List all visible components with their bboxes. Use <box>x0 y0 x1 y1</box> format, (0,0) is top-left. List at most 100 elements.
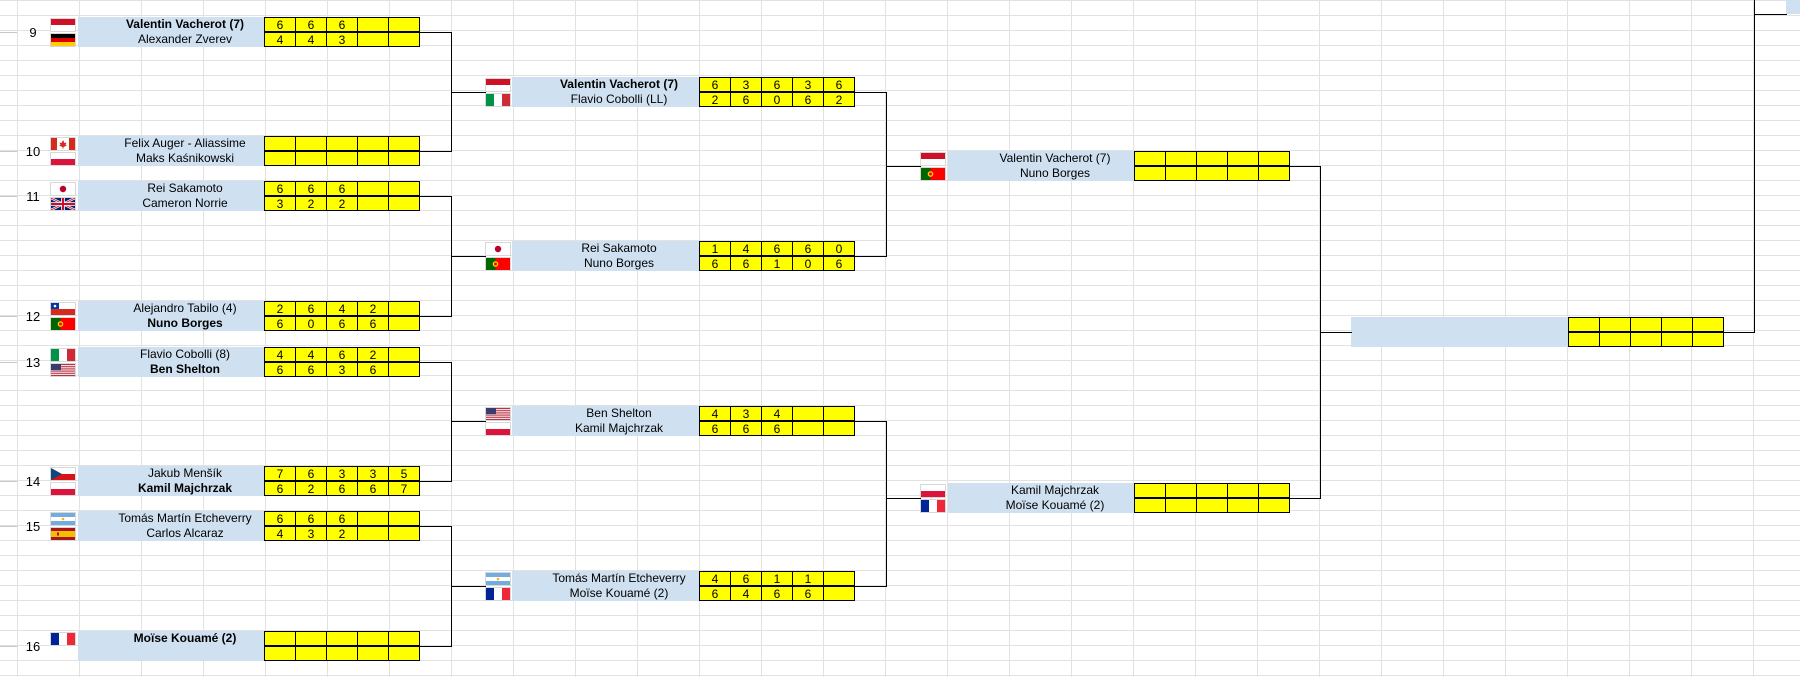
set-score-cell[interactable] <box>326 136 358 151</box>
set-score-cell[interactable] <box>1134 498 1166 513</box>
set-score-cell[interactable] <box>1630 317 1662 332</box>
set-score-cell[interactable]: 0 <box>823 241 855 256</box>
set-score-cell[interactable]: 2 <box>264 301 296 316</box>
set-score-cell[interactable]: 2 <box>295 196 327 211</box>
set-score-cell[interactable]: 6 <box>699 586 731 601</box>
scrollbar-thumb[interactable] <box>1786 0 1800 14</box>
set-score-cell[interactable] <box>295 646 327 661</box>
set-score-cell[interactable] <box>1165 151 1197 166</box>
set-score-cell[interactable] <box>357 17 389 32</box>
set-score-cell[interactable] <box>295 136 327 151</box>
player-name-cell[interactable]: Cameron Norrie <box>78 196 292 211</box>
set-score-cell[interactable] <box>1227 483 1259 498</box>
set-score-cell[interactable] <box>1599 332 1631 347</box>
set-score-cell[interactable]: 7 <box>264 466 296 481</box>
set-score-cell[interactable]: 6 <box>326 481 358 496</box>
set-score-cell[interactable] <box>388 196 420 211</box>
player-name-cell[interactable]: Kamil Majchrzak <box>512 421 726 436</box>
set-score-cell[interactable] <box>1258 166 1290 181</box>
set-score-cell[interactable]: 3 <box>264 196 296 211</box>
set-score-cell[interactable]: 6 <box>730 92 762 107</box>
set-score-cell[interactable]: 1 <box>761 256 793 271</box>
player-name-cell[interactable]: Alexander Zverev <box>78 32 292 47</box>
set-score-cell[interactable]: 2 <box>326 196 358 211</box>
set-score-cell[interactable]: 6 <box>295 362 327 377</box>
set-score-cell[interactable]: 6 <box>357 481 389 496</box>
set-score-cell[interactable]: 3 <box>326 362 358 377</box>
set-score-cell[interactable] <box>357 511 389 526</box>
set-score-cell[interactable] <box>1568 332 1600 347</box>
set-score-cell[interactable] <box>264 646 296 661</box>
set-score-cell[interactable]: 6 <box>761 77 793 92</box>
set-score-cell[interactable]: 2 <box>326 526 358 541</box>
set-score-cell[interactable]: 6 <box>792 241 824 256</box>
set-score-cell[interactable]: 3 <box>295 526 327 541</box>
set-score-cell[interactable] <box>326 646 358 661</box>
set-score-cell[interactable]: 2 <box>823 92 855 107</box>
set-score-cell[interactable]: 4 <box>295 347 327 362</box>
set-score-cell[interactable]: 6 <box>264 511 296 526</box>
set-score-cell[interactable] <box>357 136 389 151</box>
set-score-cell[interactable] <box>357 526 389 541</box>
player-name-cell[interactable]: Valentin Vacherot (7) <box>78 17 292 32</box>
set-score-cell[interactable]: 6 <box>264 316 296 331</box>
set-score-cell[interactable]: 1 <box>792 571 824 586</box>
set-score-cell[interactable] <box>357 181 389 196</box>
player-name-cell[interactable]: Moïse Kouamé (2) <box>78 631 292 646</box>
set-score-cell[interactable]: 0 <box>792 256 824 271</box>
set-score-cell[interactable] <box>264 631 296 646</box>
set-score-cell[interactable]: 2 <box>357 347 389 362</box>
set-score-cell[interactable]: 6 <box>295 511 327 526</box>
set-score-cell[interactable] <box>357 196 389 211</box>
set-score-cell[interactable] <box>388 301 420 316</box>
player-name-cell[interactable]: Ben Shelton <box>512 406 726 421</box>
player-name-cell[interactable]: Rei Sakamoto <box>78 181 292 196</box>
set-score-cell[interactable] <box>1134 483 1166 498</box>
set-score-cell[interactable]: 3 <box>792 77 824 92</box>
set-score-cell[interactable] <box>1630 332 1662 347</box>
set-score-cell[interactable]: 3 <box>326 32 358 47</box>
set-score-cell[interactable]: 4 <box>295 32 327 47</box>
set-score-cell[interactable]: 6 <box>264 362 296 377</box>
set-score-cell[interactable] <box>1196 151 1228 166</box>
player-name-cell[interactable]: Moïse Kouamé (2) <box>512 586 726 601</box>
player-name-cell[interactable]: Nuno Borges <box>512 256 726 271</box>
player-name-cell[interactable]: Carlos Alcaraz <box>78 526 292 541</box>
set-score-cell[interactable] <box>1258 483 1290 498</box>
player-name-cell[interactable] <box>78 646 292 661</box>
set-score-cell[interactable] <box>357 646 389 661</box>
set-score-cell[interactable] <box>1134 151 1166 166</box>
player-name-cell[interactable]: Moïse Kouamé (2) <box>948 498 1162 513</box>
player-name-cell[interactable] <box>1351 332 1569 347</box>
set-score-cell[interactable]: 4 <box>264 32 296 47</box>
player-name-cell[interactable]: Felix Auger - Aliassime <box>78 136 292 151</box>
player-name-cell[interactable]: Nuno Borges <box>948 166 1162 181</box>
set-score-cell[interactable]: 6 <box>699 421 731 436</box>
player-name-cell[interactable]: Maks Kaśnikowski <box>78 151 292 166</box>
set-score-cell[interactable]: 6 <box>295 17 327 32</box>
set-score-cell[interactable] <box>357 151 389 166</box>
set-score-cell[interactable]: 6 <box>295 181 327 196</box>
set-score-cell[interactable] <box>388 511 420 526</box>
set-score-cell[interactable]: 6 <box>264 17 296 32</box>
set-score-cell[interactable] <box>388 17 420 32</box>
player-name-cell[interactable]: Flavio Cobolli (8) <box>78 347 292 362</box>
set-score-cell[interactable] <box>326 631 358 646</box>
set-score-cell[interactable]: 3 <box>326 466 358 481</box>
set-score-cell[interactable]: 2 <box>295 481 327 496</box>
set-score-cell[interactable]: 4 <box>761 406 793 421</box>
set-score-cell[interactable]: 6 <box>326 17 358 32</box>
set-score-cell[interactable]: 3 <box>357 466 389 481</box>
set-score-cell[interactable]: 5 <box>388 466 420 481</box>
set-score-cell[interactable] <box>1165 498 1197 513</box>
set-score-cell[interactable]: 6 <box>699 256 731 271</box>
set-score-cell[interactable]: 6 <box>730 256 762 271</box>
set-score-cell[interactable]: 6 <box>761 241 793 256</box>
set-score-cell[interactable] <box>823 421 855 436</box>
player-name-cell[interactable]: Ben Shelton <box>78 362 292 377</box>
set-score-cell[interactable] <box>1258 498 1290 513</box>
set-score-cell[interactable]: 4 <box>730 241 762 256</box>
set-score-cell[interactable] <box>1258 151 1290 166</box>
set-score-cell[interactable]: 6 <box>264 181 296 196</box>
set-score-cell[interactable] <box>823 586 855 601</box>
